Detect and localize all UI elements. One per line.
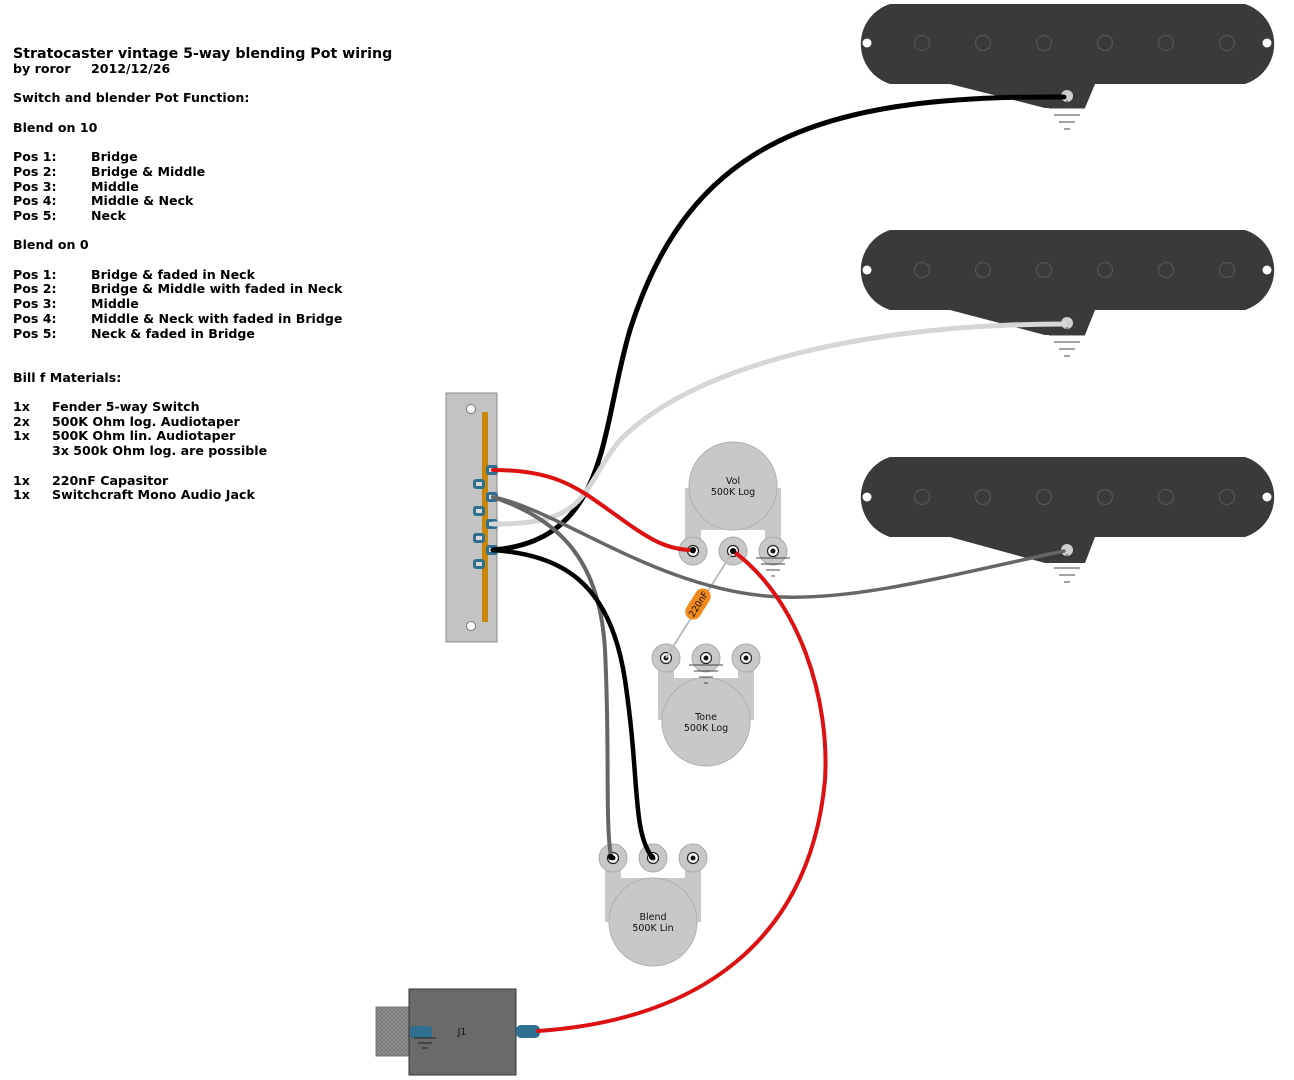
notes-panel: Stratocaster vintage 5-way blending Pot … [13, 46, 433, 503]
mount-hole [862, 38, 872, 48]
pole-piece [974, 261, 992, 279]
five-way-switch [445, 392, 498, 643]
list-item: Pos 4:Middle & Neck [13, 193, 194, 209]
list-item: Pos 1:Bridge & faded in Neck [13, 266, 255, 282]
author: by roror [13, 61, 71, 76]
mount-hole [862, 265, 872, 275]
pot-blend: Blend 500K Lin [598, 843, 708, 967]
mount-hole [1262, 265, 1272, 275]
blend-0-heading: Blend on 0 [13, 237, 89, 253]
pole-piece [1157, 488, 1175, 506]
jack-label: J1 [457, 1027, 467, 1038]
pot-blend-value: 500K Lin [632, 923, 673, 934]
list-item: Pos 5:Neck & faded in Bridge [13, 325, 255, 341]
pole-piece [1157, 261, 1175, 279]
list-item: Pos 3:Middle [13, 296, 139, 312]
list-item: Pos 1:Bridge [13, 149, 138, 165]
pot-volume-name: Vol [726, 476, 740, 487]
blend-10-heading: Blend on 10 [13, 119, 98, 135]
capacitor-220nf: 220nF [665, 550, 734, 659]
mount-hole [862, 492, 872, 502]
pole-piece [1218, 34, 1236, 52]
output-jack: J1 [375, 988, 540, 1076]
pole-piece [1157, 34, 1175, 52]
pot-blend-name: Blend [639, 912, 666, 923]
pickup-lug-bridge [1049, 544, 1085, 583]
list-item: Pos 2:Bridge & Middle with faded in Neck [13, 281, 343, 297]
pole-piece [974, 34, 992, 52]
diagram-title: Stratocaster vintage 5-way blending Pot … [13, 46, 393, 62]
pole-piece [1096, 34, 1114, 52]
wire-terminals [608, 547, 736, 860]
pole-piece [1218, 261, 1236, 279]
list-item: Pos 5:Neck [13, 207, 126, 223]
pole-piece [913, 34, 931, 52]
pot-tone-value: 500K Log [684, 723, 728, 734]
wires [490, 94, 1067, 1033]
pole-piece [1035, 34, 1053, 52]
mount-hole [1262, 492, 1272, 502]
pot-volume: Vol 500K Log [678, 441, 790, 577]
pole-piece [913, 261, 931, 279]
pickup-middle [860, 230, 1275, 335]
function-heading: Switch and blender Pot Function: [13, 90, 250, 106]
mount-hole [1262, 38, 1272, 48]
pot-tone-name: Tone [694, 712, 717, 723]
pole-piece [1035, 261, 1053, 279]
pole-piece [1035, 488, 1053, 506]
pole-piece [974, 488, 992, 506]
pole-piece [913, 488, 931, 506]
materials-heading: Bill f Materials: [13, 369, 122, 385]
blend-10-list: Pos 1:Bridge Pos 2:Bridge & Middle Pos 3… [13, 149, 433, 224]
list-item: Pos 4:Middle & Neck with faded in Bridge [13, 310, 343, 326]
list-item: Pos 2:Bridge & Middle [13, 163, 206, 179]
pickup-neck [860, 4, 1275, 108]
date: 2012/12/26 [91, 61, 171, 76]
byline: by roror 2012/12/26 [13, 61, 433, 77]
list-item: Pos 3:Middle [13, 178, 139, 194]
pickup-bridge [860, 457, 1275, 563]
list-item: 3x 500k Ohm log. are possible [52, 443, 268, 459]
pole-piece [1096, 261, 1114, 279]
pot-volume-value: 500K Log [711, 487, 755, 498]
blend-0-list: Pos 1:Bridge & faded in Neck Pos 2:Bridg… [13, 266, 433, 342]
pot-tone: Tone 500K Log [651, 643, 761, 767]
pole-piece [1218, 488, 1236, 506]
pole-piece [1096, 488, 1114, 506]
